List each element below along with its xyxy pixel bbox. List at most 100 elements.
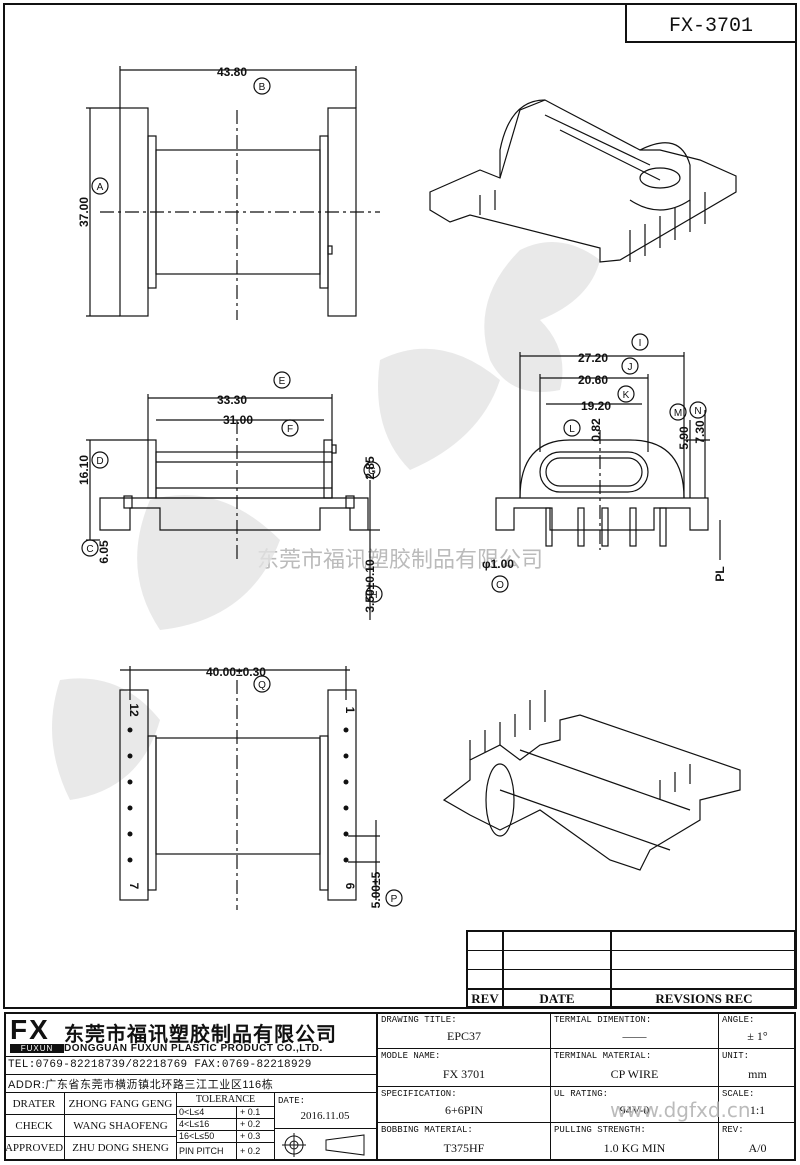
title-block: FX FUXUN 东莞市福讯塑胶制品有限公司 DONGGUAN FUXUN PL… [0,1012,800,1165]
tolerance-title: TOLERANCE [195,1094,256,1105]
part-number: FX-3701 [669,15,753,38]
pin-label-12: 12 [127,703,141,717]
approved-name: ZHU DONG SHENG [72,1142,169,1154]
company-name-cn: 东莞市福讯塑胶制品有限公司 [64,1022,337,1046]
rev-header: REV [471,991,499,1006]
part-number-box [625,3,797,43]
angle-label: ANGLE: [722,1015,755,1025]
rev-label: REV: [722,1125,744,1135]
company-name-en: DONGGUAN FUXUN PLASTIC PRODUCT CO.,LTD. [64,1043,323,1054]
tol-row-1-range: 0<L≤4 [179,1107,205,1117]
spec-value: 6+6PIN [444,1103,484,1117]
svg-text:K: K [623,390,630,401]
pulling-strength-label: PULLING STRENGTH: [554,1125,646,1135]
angle-value: ± 1° [747,1029,768,1043]
isometric-view-top [429,99,737,263]
svg-text:I: I [639,338,642,349]
scale-value: 1:1 [749,1103,766,1117]
tol-row-4-range: PIN PITCH [179,1146,224,1156]
svg-text:G: G [368,466,376,477]
bottom-view [119,666,380,910]
top-view [86,66,380,320]
drater-name: ZHONG FANG GENG [68,1098,173,1110]
dim-side-pl: PL [713,566,727,581]
svg-text:N: N [694,406,701,417]
terminal-dim-value: —— [622,1029,647,1043]
rev-value: A/0 [748,1141,767,1155]
model-value: FX 3701 [442,1067,486,1081]
dim-side-m: 5.90 [677,426,691,450]
approved-label: APPROVED [4,1142,64,1154]
bottom-view-pins [127,727,349,863]
tol-row-1-value: + 0.1 [240,1107,261,1117]
svg-text:H: H [370,590,377,601]
dim-side-n: 7.30 [693,420,707,444]
dim-front-h: 3.50±0.10 [363,559,377,613]
tol-row-2-range: 4<L≤16 [179,1119,210,1129]
terminal-material-label: TERMINAL MATERIAL: [554,1051,652,1061]
bobbin-value: T375HF [443,1141,485,1155]
bobbin-label: BOBBING MATERIAL: [381,1125,473,1135]
terminal-material-value: CP WIRE [610,1067,659,1081]
date-header: DATE [539,991,575,1006]
dim-side-o: φ1.00 [482,557,514,571]
tol-row-3-range: 16<L≤50 [179,1131,215,1141]
svg-text:Q: Q [258,680,266,691]
side-view [495,352,721,560]
dim-front-c: 6.05 [97,540,111,564]
svg-text:C: C [86,544,93,555]
svg-text:F: F [287,424,293,435]
date-value: 2016.11.05 [300,1110,350,1122]
dim-top-width: 43.80 [217,65,247,79]
company-tel: TEL:0769-82218739/82218769 FAX:0769-8221… [8,1059,312,1071]
pin-label-7: 7 [127,883,141,890]
tol-row-3-value: + 0.3 [240,1131,261,1141]
pin-label-1: 1 [343,707,357,714]
front-view [86,394,380,620]
drater-label: DRATER [12,1098,56,1110]
projection-symbol-icon [282,1133,365,1157]
svg-text:E: E [279,376,286,387]
dim-bottom-q: 40.00±0.30 [206,665,266,679]
isometric-view-bottom [442,690,741,871]
svg-text:P: P [391,894,398,905]
svg-text:M: M [674,408,682,419]
drawing-title-value: EPC37 [446,1029,481,1043]
unit-value: mm [748,1067,767,1081]
dim-front-f: 31.00 [223,413,253,427]
dim-front-e: 33.30 [217,393,247,407]
svg-text:A: A [97,182,104,193]
pin-label-6: 6 [343,883,357,890]
dim-top-height: 37.00 [77,197,91,227]
dimension-markers [81,77,707,907]
dim-bottom-p: 5.00±5 [369,871,383,908]
watermark-company: 东莞市福讯塑胶制品有限公司 [257,548,543,573]
svg-text:D: D [96,456,103,467]
pulling-strength-value: 1.0 KG MIN [603,1141,666,1155]
scale-label: SCALE: [722,1089,755,1099]
technical-drawing: FX-3701 东莞市福讯塑胶制品有限公司 43.80 37.00 [3,3,797,1009]
unit-label: UNIT: [722,1051,750,1061]
svg-text:O: O [496,580,504,591]
check-label: CHECK [15,1120,53,1132]
spec-label: SPECIFICATION: [381,1089,457,1099]
revision-table: REV DATE REVSIONS REC [466,930,796,1008]
ul-rating-value: 94V-0 [619,1103,650,1117]
check-name: WANG SHAOFENG [73,1120,168,1132]
date-label: DATE: [278,1096,306,1106]
drawing-title-label: DRAWING TITLE: [381,1015,457,1025]
dim-side-j: 20.60 [578,373,608,387]
watermark-site: www.dgfxd.cn [610,1098,751,1122]
svg-text:L: L [569,424,575,435]
company-addr: ADDR:广东省东莞市横沥镇北环路三江工业区116栋 [8,1079,274,1091]
svg-text:J: J [628,362,633,373]
watermark-brush-chars [52,242,600,800]
ul-rating-label: UL RATING: [554,1089,609,1099]
dim-side-k: 19.20 [581,399,611,413]
dim-front-d: 16.10 [77,455,91,485]
tol-row-4-value: + 0.2 [240,1146,261,1156]
model-label: MODLE NAME: [381,1051,441,1061]
company-logo: FX FUXUN [10,1016,64,1053]
tol-row-2-value: + 0.2 [240,1119,261,1129]
dim-side-l: 0.82 [589,418,603,442]
